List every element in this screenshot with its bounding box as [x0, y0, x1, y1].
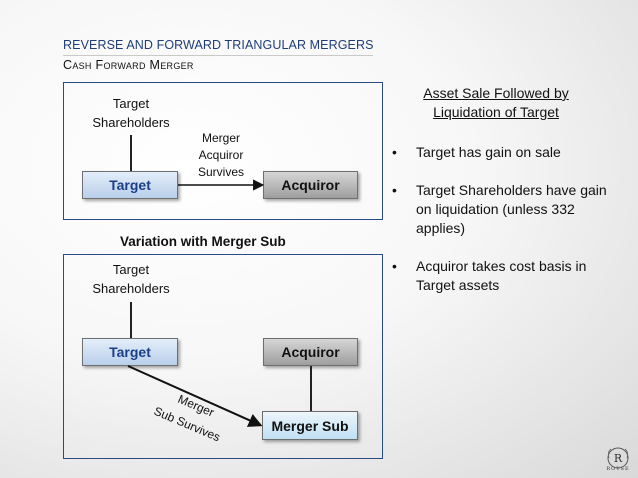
svg-text:R: R — [614, 452, 623, 465]
bullet-item: • Target has gain on sale — [392, 143, 607, 162]
bullet-item: • Target Shareholders have gain on liqui… — [392, 181, 607, 238]
shareholders-link-line — [130, 135, 132, 171]
merger-sub-box: Merger Sub — [262, 411, 358, 440]
acquiror-sub-link-line — [310, 366, 312, 411]
target-box: Target — [82, 171, 178, 199]
royse-crest-icon: R — [607, 447, 629, 469]
bullet-text: Target has gain on sale — [416, 144, 561, 160]
title-divider — [63, 55, 373, 56]
merger-sub-arrow — [127, 365, 263, 427]
bullet-item: • Acquiror takes cost basis in Target as… — [392, 257, 607, 295]
bullet-dot-icon: • — [392, 258, 397, 274]
bullet-text: Target Shareholders have gain on liquida… — [416, 182, 607, 236]
target-box: Target — [82, 338, 178, 366]
acquiror-box: Acquiror — [263, 171, 358, 199]
bullet-text: Acquiror takes cost basis in Target asse… — [416, 258, 587, 293]
variation-heading: Variation with Merger Sub — [120, 234, 286, 249]
bullet-dot-icon: • — [392, 182, 397, 198]
merger-sub-diagram — [63, 254, 383, 459]
bullet-dot-icon: • — [392, 144, 397, 160]
target-shareholders-label: Target Shareholders — [92, 262, 170, 296]
acquiror-box: Acquiror — [263, 338, 358, 366]
bullet-list: • Target has gain on sale • Target Share… — [392, 143, 607, 314]
right-heading: Asset Sale Followed by Liquidation of Ta… — [423, 85, 569, 120]
forward-merger-diagram — [63, 82, 383, 220]
target-shareholders-label: Target Shareholders — [92, 96, 170, 130]
slide-title: REVERSE AND FORWARD TRIANGULAR MERGERS — [63, 38, 374, 52]
royse-logo-text: ROYSE — [606, 466, 630, 472]
shareholders-link-line — [130, 302, 132, 338]
merger-arrow-label: Merger Acquiror Survives — [197, 131, 244, 179]
slide-subtitle: Cash Forward Merger — [63, 58, 194, 72]
